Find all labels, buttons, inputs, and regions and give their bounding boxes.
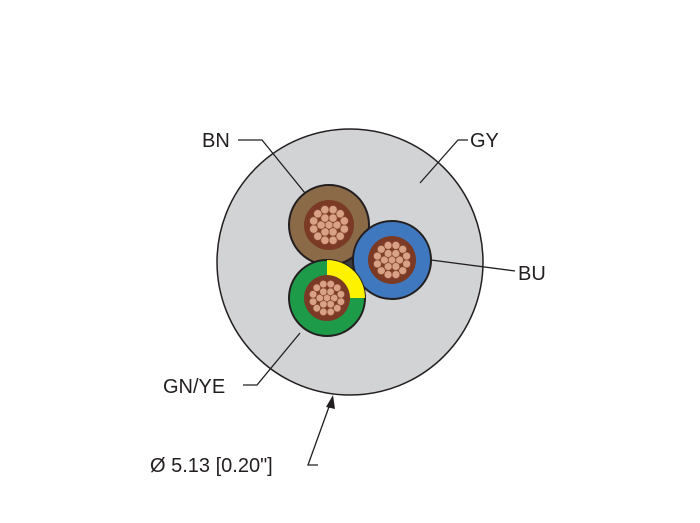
leader-line-bu: [430, 259, 516, 272]
blue-strand: [372, 259, 382, 269]
brown-strand: [328, 205, 338, 215]
leader-line-gy: [419, 139, 468, 184]
green-yellow-strand: [315, 293, 324, 303]
brown-strand: [313, 209, 323, 219]
brown-strand: [335, 231, 345, 241]
green-yellow-strand: [308, 297, 318, 306]
blue-strand: [398, 244, 408, 254]
blue-strand: [395, 255, 405, 265]
blue-strand: [383, 270, 393, 280]
green-yellow-strand: [319, 279, 328, 289]
blue-strand: [379, 255, 389, 265]
label-bu: BU: [518, 263, 546, 285]
brown-strand: [339, 216, 349, 226]
blue-copper-strands: [372, 240, 412, 280]
green-yellow-strand: [312, 283, 321, 292]
label-diameter: Ø 5.13 [0.20"]: [150, 455, 273, 477]
brown-strand: [335, 209, 345, 219]
green-yellow-strand: [308, 290, 318, 299]
label-gn-ye: GN/YE: [163, 376, 225, 398]
label-bn: BN: [202, 130, 230, 152]
green-yellow-strand: [312, 304, 321, 313]
blue-strand: [383, 240, 393, 250]
blue-strand: [402, 251, 412, 261]
conductor-green-yellow: [288, 259, 366, 337]
green-yellow-strand: [333, 304, 342, 313]
brown-copper-strands: [309, 205, 349, 245]
label-gy: GY: [470, 130, 499, 152]
brown-strand: [332, 220, 342, 230]
leader-line-bn: [238, 139, 306, 194]
leader-line-gnye: [243, 332, 301, 386]
blue-strand: [391, 270, 401, 280]
green-yellow-strand: [336, 290, 346, 299]
conductor-brown: [288, 184, 370, 266]
blue-strand: [372, 251, 382, 261]
green-yellow-copper-strands: [308, 279, 346, 317]
green-yellow-strand: [330, 293, 339, 303]
green-yellow-strand: [333, 283, 342, 292]
brown-strand: [313, 231, 323, 241]
diameter-arrowhead: [326, 395, 335, 409]
green-yellow-strand: [326, 307, 335, 317]
conductor-blue: [352, 220, 432, 300]
blue-strand: [391, 240, 401, 250]
leader-line-diameter: [307, 403, 331, 466]
brown-strand: [328, 235, 338, 245]
brown-strand: [309, 224, 319, 234]
blue-strand: [398, 266, 408, 276]
blue-strand: [376, 266, 386, 276]
brown-strand: [316, 220, 326, 230]
brown-strand: [320, 205, 330, 215]
brown-strand: [320, 235, 330, 245]
brown-strand: [309, 216, 319, 226]
blue-strand: [376, 244, 386, 254]
green-yellow-strand: [319, 307, 328, 317]
green-yellow-strand: [326, 279, 335, 289]
